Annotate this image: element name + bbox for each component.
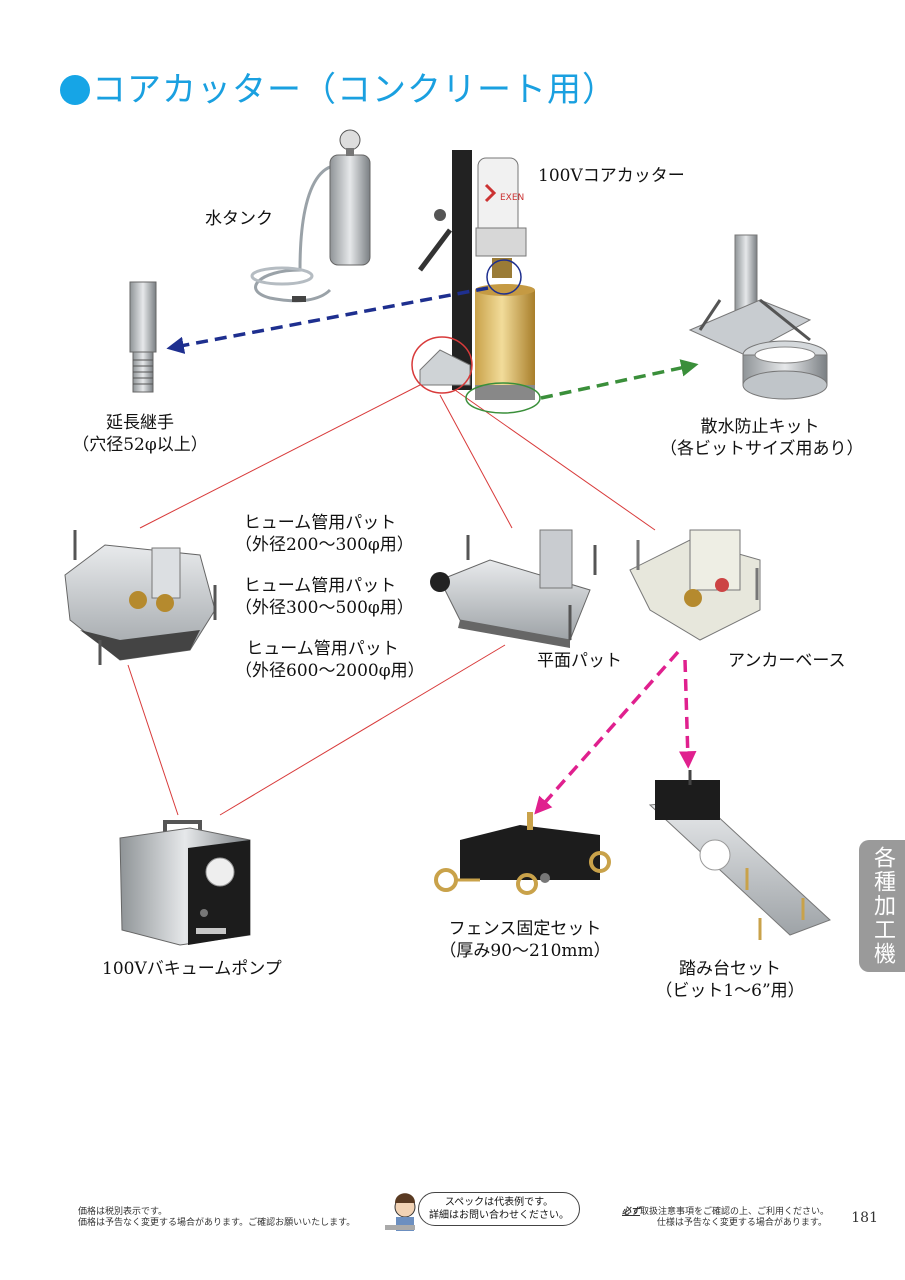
hume-pad-600-label: ヒューム管用パット （外径600〜2000φ用） xyxy=(235,639,425,681)
step-set-label: 踏み台セット （ビット1〜6”用） xyxy=(655,959,805,1001)
vacuum-pump-label: 100Vバキュームポンプ xyxy=(102,959,282,979)
staff-character-icon xyxy=(385,1193,416,1231)
flat-pad-image xyxy=(430,529,597,648)
anchor-base-image xyxy=(629,529,761,641)
brand-label: EXEN xyxy=(500,193,524,203)
anchor-base-label: アンカーベース xyxy=(728,651,846,671)
page-title: コアカッター（コンクリート用） xyxy=(60,62,617,111)
connector-lines xyxy=(127,384,656,816)
hume-pad-image xyxy=(64,530,217,665)
water-tank-label: 水タンク xyxy=(205,209,273,229)
must-emphasis: 必ず xyxy=(622,1207,641,1217)
extension-joint-label: 延長継手 （穴径52φ以上） xyxy=(72,413,208,455)
step-arrow xyxy=(678,659,697,769)
footer-right-note: 必ず取扱注意事項をご確認の上、ご利用ください。 仕様は予告なく変更する場合があり… xyxy=(622,1207,830,1228)
bullet-icon xyxy=(60,75,90,105)
footer-left-note: 価格は税別表示です。 価格は予告なく変更する場合があります。ご確認お願いいたしま… xyxy=(78,1207,356,1228)
fence-set-label: フェンス固定セット （厚み90〜210mm） xyxy=(439,919,611,961)
vacuum-pump-image xyxy=(119,820,251,946)
water-tank-image xyxy=(250,129,371,303)
category-side-tab[interactable]: 各種加工機 xyxy=(859,840,905,972)
core-cutter-image: EXEN xyxy=(418,150,535,400)
splash-kit-label: 散水防止キット （各ビットサイズ用あり） xyxy=(660,417,864,459)
speech-bubble: スペックは代表例です。 詳細はお問い合わせください。 xyxy=(418,1192,580,1226)
core-cutter-label: 100Vコアカッター xyxy=(538,166,685,186)
step-set-image xyxy=(648,770,831,940)
fence-set-image xyxy=(434,812,611,895)
fence-arrow xyxy=(534,650,680,815)
extension-joint-image xyxy=(129,281,157,393)
hume-pad-200-label: ヒューム管用パット （外径200〜300φ用） xyxy=(235,513,414,555)
hume-pad-300-label: ヒューム管用パット （外径300〜500φ用） xyxy=(235,576,414,618)
flat-pad-label: 平面パット xyxy=(537,651,622,671)
splash-kit-image xyxy=(688,234,828,400)
extension-arrow xyxy=(166,286,489,354)
page-number: 181 xyxy=(851,1210,878,1226)
splash-kit-arrow xyxy=(540,359,699,400)
